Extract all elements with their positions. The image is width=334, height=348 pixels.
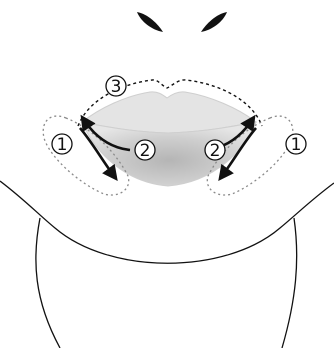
neck-left-line xyxy=(35,217,61,348)
badge-label: 2 xyxy=(210,141,221,161)
nostril-icon xyxy=(201,12,227,32)
arrow-icon xyxy=(79,127,118,181)
badge-zone-1-right: 1 xyxy=(285,133,307,155)
badge-zone-3: 3 xyxy=(105,75,127,97)
badge-label: 1 xyxy=(57,135,68,155)
badge-zone-1-left: 1 xyxy=(51,133,73,155)
badge-zone-2-left: 2 xyxy=(134,139,156,161)
arrow-icon xyxy=(80,114,131,152)
arrow-icon xyxy=(218,127,257,181)
neck-right-line xyxy=(281,217,298,348)
nostril-icon xyxy=(137,12,163,32)
badge-label: 3 xyxy=(111,77,122,97)
badge-label: 2 xyxy=(140,141,151,161)
badge-zone-2-right: 2 xyxy=(204,139,226,161)
badge-label: 1 xyxy=(291,135,302,155)
jaw-outline xyxy=(0,180,334,264)
